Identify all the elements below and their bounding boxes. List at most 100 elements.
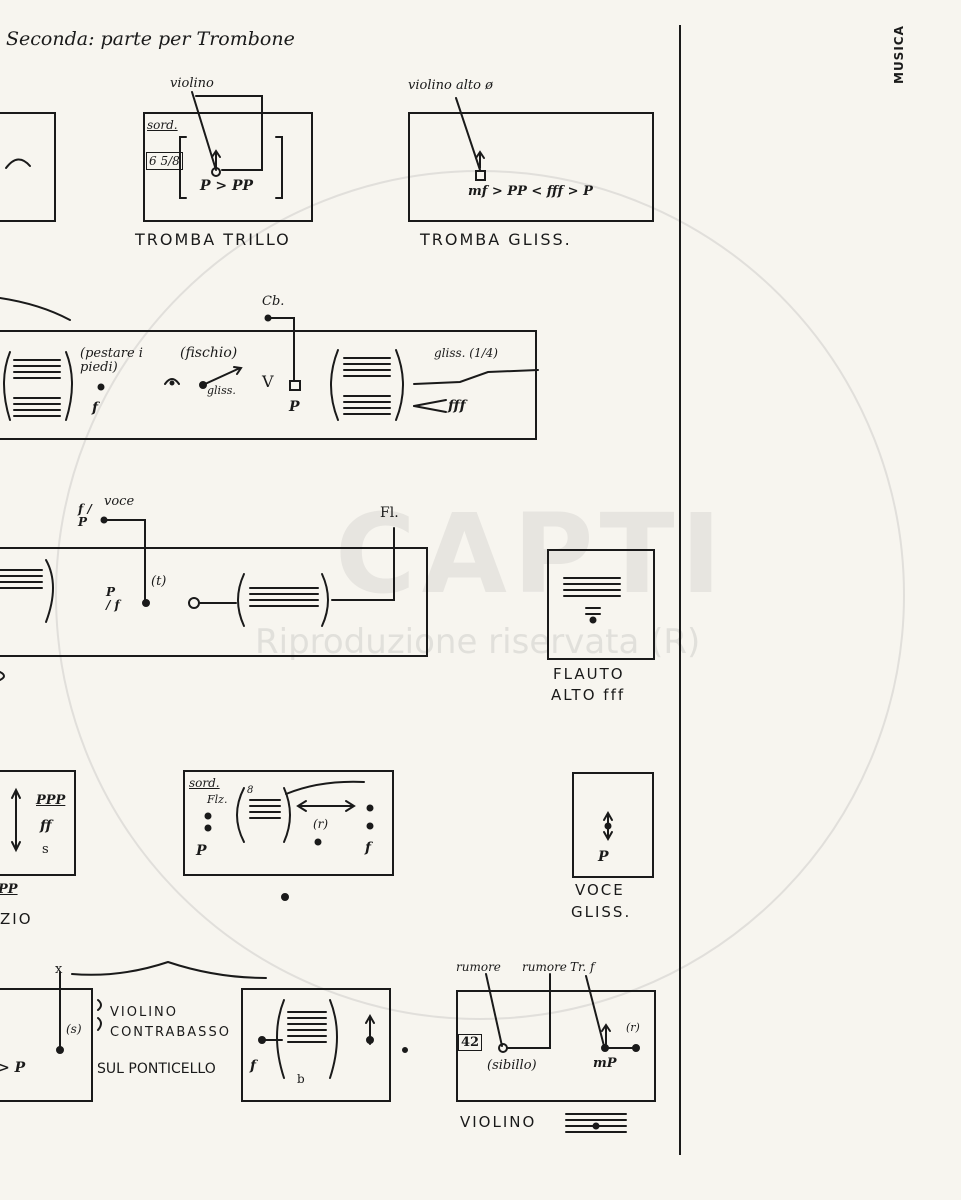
row3-left-paren	[45, 559, 54, 623]
rumore-label-2: rumore	[522, 960, 567, 974]
flz-label: Flz.	[207, 793, 228, 806]
left-pp: PP	[0, 882, 18, 897]
hairpin-up	[413, 399, 447, 407]
voce-gliss-box	[572, 772, 654, 878]
ponticello-label: SUL PONTICELLO	[97, 1061, 216, 1077]
flat-note: b	[297, 1072, 305, 1086]
trill-up-arrow	[211, 149, 221, 169]
tilde-mark	[5, 158, 31, 169]
gliss-dynamics: mf > PP < fff > P	[468, 184, 593, 199]
voice-dynamic: f / P	[78, 502, 92, 529]
row3-cropped-circle	[0, 671, 5, 681]
gliss-note-square	[475, 170, 486, 181]
flute-ledger	[585, 607, 601, 615]
r-mark-5: (r)	[626, 1021, 640, 1034]
strings-label-2: CONTRABASSO	[110, 1025, 231, 1040]
tromba-gliss-box	[408, 112, 654, 222]
dot-1	[97, 383, 105, 391]
tromba-trillo-box	[143, 112, 313, 222]
fermata	[164, 378, 180, 385]
row3-box	[0, 547, 428, 657]
cropped-box-left-1	[0, 112, 56, 222]
trill-mute-label: sord.	[147, 118, 178, 132]
page-divider	[679, 25, 681, 1155]
gliss-pointer-line	[455, 97, 481, 171]
sibillo-note	[498, 1043, 508, 1053]
strings-label-1: VIOLINO	[110, 1005, 178, 1020]
row3-open-note	[188, 597, 200, 609]
tr-pointer	[585, 975, 605, 1047]
row3-left-staff	[0, 569, 43, 589]
fff-dynamic: fff	[448, 398, 466, 414]
cb-note-square	[289, 380, 301, 391]
left-ff: ff	[40, 818, 52, 834]
row2-top-curve	[0, 297, 71, 321]
left-double-arrow	[11, 787, 21, 853]
voce-caption-2: GLISS.	[571, 903, 632, 921]
trill-meter: 6 5/8	[146, 152, 183, 170]
voce-caption-1: VOCE	[575, 881, 625, 899]
gliss-up-arrow	[475, 150, 485, 169]
trill-dynamics: P > PP	[200, 178, 254, 194]
v-mark: V	[262, 372, 274, 391]
r-mark-4: (r)	[313, 817, 329, 831]
sord-label: sord.	[189, 776, 220, 790]
strings-brace	[97, 999, 102, 1031]
page-title: Seconda: parte per Trombone	[6, 28, 295, 50]
trill-note	[211, 167, 221, 177]
violino-caption-staff	[565, 1113, 627, 1133]
left-caption-tail: ZIO	[0, 910, 33, 928]
left-p-dynamic: > P	[0, 1060, 26, 1076]
stomp-instruction: (pestare i piedi)	[80, 346, 143, 375]
left-s: s	[42, 842, 49, 857]
tromba-trillo-caption: TROMBA TRILLO	[135, 230, 291, 249]
violino-caption: VIOLINO	[460, 1113, 537, 1131]
gliss-quarter-label: gliss. (1/4)	[434, 346, 498, 360]
violino-up-arrow	[601, 1023, 611, 1045]
cb-label: Cb.	[262, 294, 285, 309]
staff-group-2	[330, 349, 404, 421]
voice-label: voce	[104, 494, 135, 509]
rumore-label-1: rumore	[456, 960, 501, 974]
sord-flz-box	[183, 770, 394, 876]
flauto-alto-box	[547, 549, 655, 660]
sibillo-label: (sibillo)	[487, 1058, 537, 1073]
voce-p-dynamic: P	[598, 849, 609, 865]
ponticello-box	[241, 988, 391, 1102]
fl-pointer-line	[331, 527, 395, 601]
row2-long-box	[0, 330, 537, 440]
below-box-note	[281, 893, 289, 901]
trill-left-bracket	[179, 136, 187, 199]
flute-caption-1: FLAUTO	[553, 665, 625, 683]
cropped-box-left-4	[0, 770, 76, 876]
tr-f-label: Tr. f	[570, 960, 595, 974]
staff-group-1	[3, 351, 73, 421]
violino-box	[456, 990, 656, 1102]
row5-brace	[71, 960, 267, 979]
dot-between	[402, 1047, 408, 1053]
staff-group-4	[236, 787, 291, 843]
whistle-arrow	[204, 366, 243, 385]
flute-staff	[563, 577, 621, 597]
cb-pointer-line	[267, 317, 295, 381]
staff-group-5	[276, 999, 338, 1079]
double-arrow-4	[296, 800, 356, 812]
measure-number: 42	[458, 1034, 483, 1051]
whistle-gliss-label: gliss.	[207, 384, 236, 397]
sord-f-dynamic: f	[365, 840, 372, 856]
trill-pointer-line	[191, 91, 217, 171]
voice-pointer-line	[103, 519, 146, 603]
rumore-pointer-2	[506, 973, 551, 1049]
trill-right-bracket	[275, 136, 283, 199]
rumore-pointer-1	[485, 973, 503, 1047]
t-mark: (t)	[151, 574, 167, 589]
cropped-box-left-5	[0, 988, 93, 1102]
staff-group-3	[237, 573, 329, 627]
x-mark: x	[55, 962, 63, 977]
cb-dynamic: P	[289, 399, 300, 415]
ponticello-f-dynamic: f	[250, 1058, 257, 1074]
trill-bracket-line	[195, 95, 263, 171]
watermark-logo: CAPTI	[335, 490, 728, 618]
ottava-mark: 8	[247, 785, 254, 796]
